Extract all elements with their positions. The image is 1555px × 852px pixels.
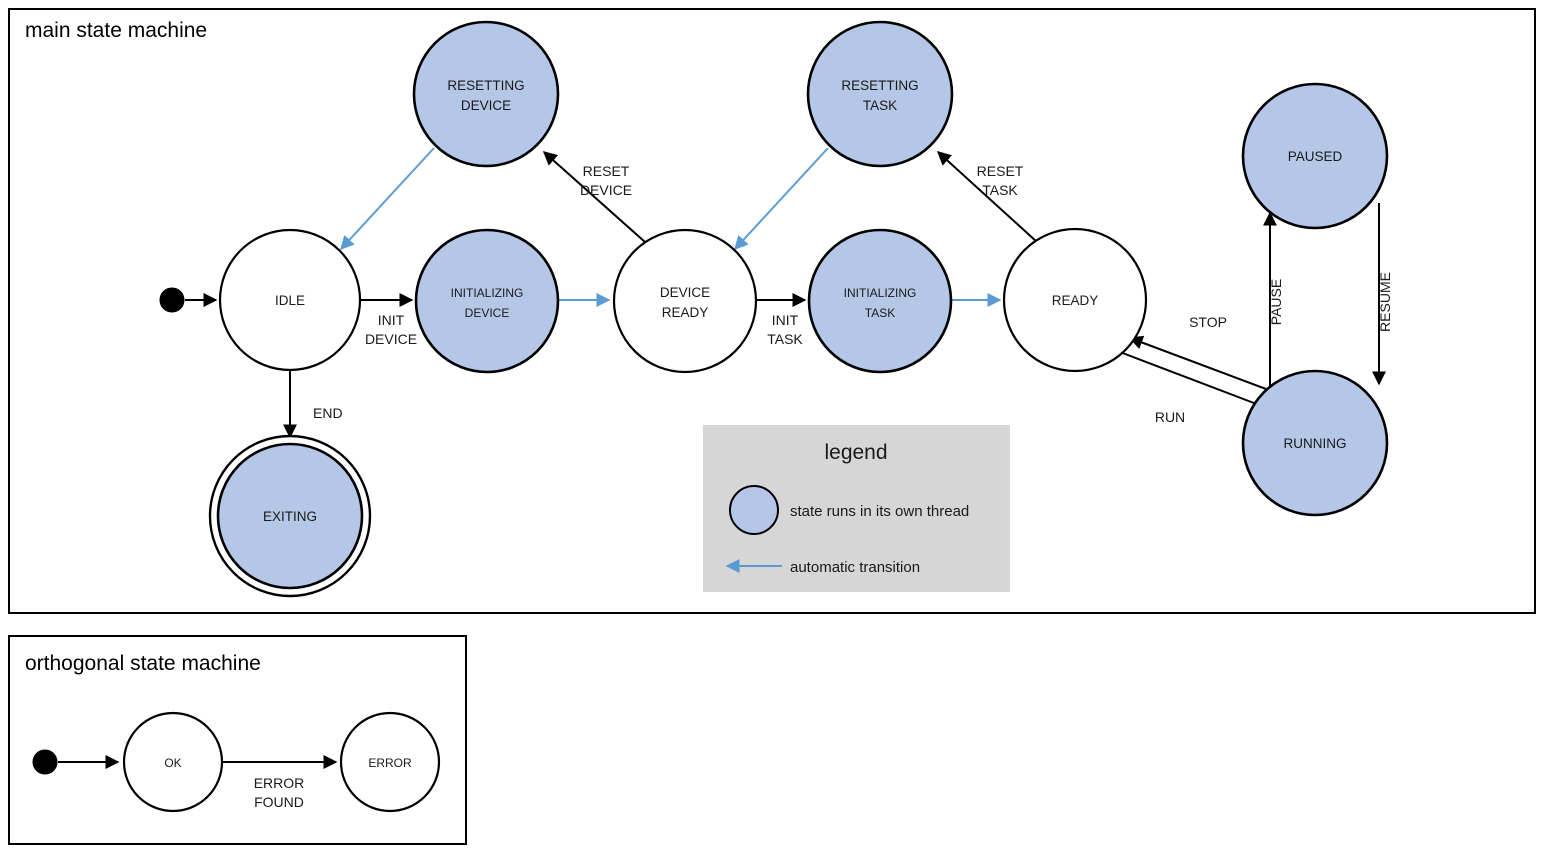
transition-label-stop: STOP xyxy=(1189,314,1227,330)
state-initializing-device[interactable]: INITIALIZING DEVICE xyxy=(414,228,560,374)
transition-label-error-found-line2: FOUND xyxy=(254,794,304,810)
state-ready-label: READY xyxy=(1052,293,1099,308)
main-frame-title: main state machine xyxy=(25,19,207,42)
state-exiting[interactable]: EXITING xyxy=(208,434,372,598)
main-state-machine-frame: main state machine xyxy=(8,8,1536,614)
state-running-circle[interactable] xyxy=(1241,369,1389,517)
state-device-ready[interactable]: DEVICE READY xyxy=(612,228,758,374)
main-frame-border xyxy=(8,8,1536,614)
state-idle-circle[interactable] xyxy=(218,228,362,372)
legend-automatic-transition-text: automatic transition xyxy=(790,559,920,576)
transition-ready-to-resetting-task xyxy=(936,151,1038,243)
state-resetting-task[interactable]: RESETTING TASK xyxy=(806,20,954,168)
transition-resetting-device-to-idle xyxy=(340,147,435,251)
state-initializing-task[interactable]: INITIALIZING TASK xyxy=(807,228,953,374)
state-error-label: ERROR xyxy=(368,756,412,770)
initial-state-dot-orthogonal xyxy=(32,749,58,775)
state-resetting-task-circle[interactable] xyxy=(806,20,954,168)
initial-state-dot-main xyxy=(159,287,185,313)
state-ready[interactable]: READY xyxy=(1002,227,1148,373)
state-error-circle[interactable] xyxy=(339,711,441,813)
transition-label-reset-task-line1: RESET xyxy=(977,163,1024,179)
legend-thread-state-icon xyxy=(729,485,779,535)
legend: legend state runs in its own thread auto… xyxy=(703,425,1010,592)
state-running[interactable]: RUNNING xyxy=(1241,369,1389,517)
state-idle[interactable]: IDLE xyxy=(218,228,362,372)
state-resetting-device-label-line2: DEVICE xyxy=(461,98,511,113)
state-resetting-task-label-line2: TASK xyxy=(863,98,897,113)
orthogonal-state-machine-frame: orthogonal state machine OK ERROR FOUND … xyxy=(8,635,467,845)
state-paused-circle[interactable] xyxy=(1241,82,1389,230)
transition-label-init-device-line2: DEVICE xyxy=(365,331,417,347)
transition-label-init-device-line1: INIT xyxy=(378,312,405,328)
state-resetting-task-label-line1: RESETTING xyxy=(841,78,918,93)
state-ok[interactable]: OK xyxy=(122,711,224,813)
transition-label-reset-device-line1: RESET xyxy=(583,163,630,179)
transition-label-resume: RESUME xyxy=(1377,272,1393,332)
state-device-ready-circle[interactable] xyxy=(612,228,758,374)
orthogonal-frame-title: orthogonal state machine xyxy=(25,652,261,675)
state-device-ready-label-line2: READY xyxy=(662,305,709,320)
state-initializing-task-circle[interactable] xyxy=(807,228,953,374)
transition-label-init-task-line2: TASK xyxy=(767,331,803,347)
state-initializing-task-label-line2: TASK xyxy=(865,306,895,320)
state-error[interactable]: ERROR xyxy=(339,711,441,813)
state-resetting-device-label-line1: RESETTING xyxy=(447,78,524,93)
transition-label-reset-task-line2: TASK xyxy=(982,182,1018,198)
transition-label-init-task-line1: INIT xyxy=(772,312,799,328)
orthogonal-frame-border xyxy=(8,635,467,845)
state-resetting-device-circle[interactable] xyxy=(412,20,560,168)
state-paused-label: PAUSED xyxy=(1288,149,1343,164)
state-device-ready-label-line1: DEVICE xyxy=(660,285,710,300)
state-running-label: RUNNING xyxy=(1284,436,1347,451)
state-paused[interactable]: PAUSED xyxy=(1241,82,1389,230)
transition-running-to-ready xyxy=(1128,335,1275,393)
state-initializing-device-circle[interactable] xyxy=(414,228,560,374)
transition-label-run: RUN xyxy=(1155,409,1185,425)
state-exiting-inner-circle[interactable] xyxy=(216,442,364,590)
state-ok-label: OK xyxy=(164,756,181,770)
state-ready-circle[interactable] xyxy=(1002,227,1148,373)
state-initializing-task-label-line1: INITIALIZING xyxy=(844,286,917,300)
state-idle-label: IDLE xyxy=(275,293,305,308)
transition-resetting-task-to-device-ready xyxy=(734,147,829,251)
transition-ready-to-running xyxy=(1119,351,1269,411)
transition-device-ready-to-resetting-device xyxy=(542,151,646,243)
state-resetting-device[interactable]: RESETTING DEVICE xyxy=(412,20,560,168)
transition-label-end: END xyxy=(313,405,343,421)
transition-label-reset-device-line2: DEVICE xyxy=(580,182,632,198)
legend-thread-state-text: state runs in its own thread xyxy=(790,503,969,520)
legend-title: legend xyxy=(824,441,887,464)
state-initializing-device-label-line1: INITIALIZING xyxy=(451,286,524,300)
main-transitions-layer: INIT DEVICE END RESET DEVICE INIT TASK R… xyxy=(185,147,1393,439)
transition-label-pause: PAUSE xyxy=(1268,279,1284,325)
transition-label-error-found-line1: ERROR xyxy=(254,775,305,791)
state-initializing-device-label-line2: DEVICE xyxy=(465,306,510,320)
state-exiting-label: EXITING xyxy=(263,509,317,524)
